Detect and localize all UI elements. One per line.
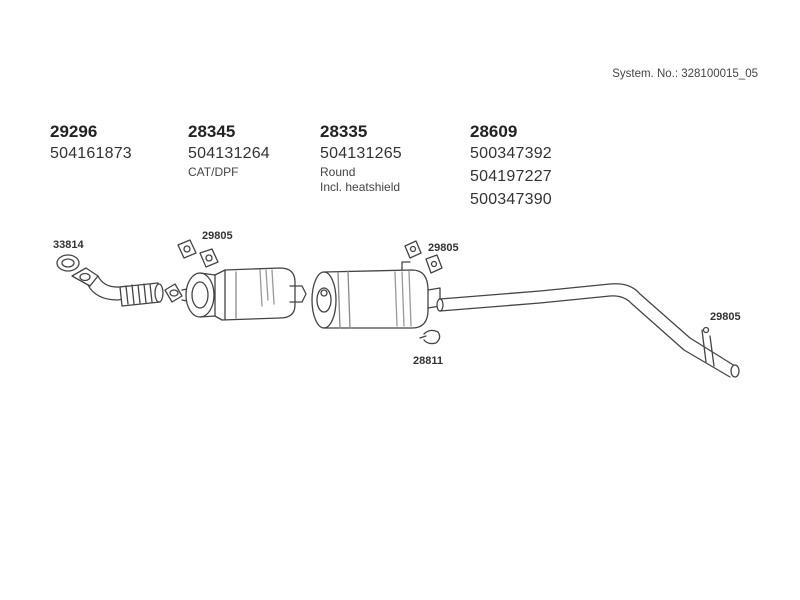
front-pipe-icon <box>71 267 164 307</box>
part-number: 28345 <box>188 122 236 141</box>
callout-gasket: 33814 <box>53 239 84 251</box>
callout-mount-front: 29805 <box>202 230 233 242</box>
catalyst-dpf-icon <box>164 267 307 321</box>
part-number: 28335 <box>320 122 368 141</box>
gasket-ring-icon <box>56 254 80 272</box>
oem-number: 500347392 <box>470 145 552 162</box>
part-note: Incl. heatshield <box>320 180 401 194</box>
middle-silencer-icon <box>311 261 441 329</box>
part-number: 29296 <box>50 122 98 141</box>
part-group-29296: 29296 504161873 <box>50 122 132 165</box>
oem-number: 500347390 <box>470 191 552 208</box>
pipe-clamp-icon <box>419 329 441 345</box>
part-note: CAT/DPF <box>188 165 239 179</box>
part-group-28345: 28345 504131264 CAT/DPF <box>188 122 270 180</box>
oem-number: 504161873 <box>50 145 132 162</box>
tail-pipe-icon <box>436 283 740 378</box>
part-number: 28609 <box>470 122 518 141</box>
rubber-mount-icon <box>177 239 219 268</box>
part-group-28335: 28335 504131265 Round Incl. heatshield <box>320 122 402 195</box>
callout-clamp: 28811 <box>413 355 443 367</box>
part-group-28609: 28609 500347392 504197227 500347390 <box>470 122 552 211</box>
callout-mount-middle: 29805 <box>428 242 459 254</box>
system-number: System. No.: 328100015_05 <box>612 68 758 80</box>
oem-number: 504131265 <box>320 145 402 162</box>
part-note: Round <box>320 165 356 179</box>
rubber-mount-icon <box>404 240 443 274</box>
oem-number: 504131264 <box>188 145 270 162</box>
oem-number: 504197227 <box>470 168 552 185</box>
callout-mount-rear: 29805 <box>710 311 741 323</box>
